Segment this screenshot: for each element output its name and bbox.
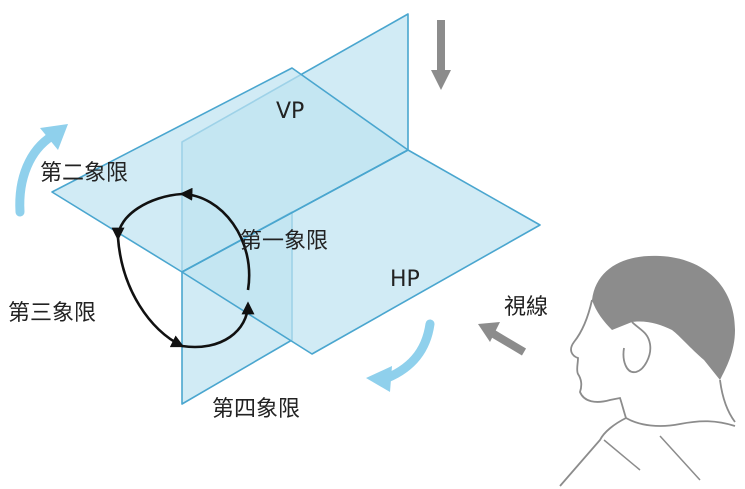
person-head-icon	[559, 255, 736, 487]
quadrant-3-label: 第三象限	[8, 301, 96, 326]
sight-arrow-icon	[478, 322, 527, 356]
quadrant-2-label: 第二象限	[40, 161, 128, 186]
hp-label: HP	[390, 267, 420, 292]
quadrant-1-label: 第一象限	[240, 229, 328, 254]
quadrant-cycle	[111, 187, 255, 349]
down-arrow-icon	[431, 20, 451, 90]
vp-label: VP	[276, 99, 304, 124]
quadrant-4-label: 第四象限	[212, 397, 300, 422]
intersection-line	[181, 149, 409, 273]
line-of-sight-label: 視線	[504, 295, 548, 320]
rotation-arrow-top	[15, 124, 68, 217]
rotation-arrow-bottom	[366, 319, 435, 392]
